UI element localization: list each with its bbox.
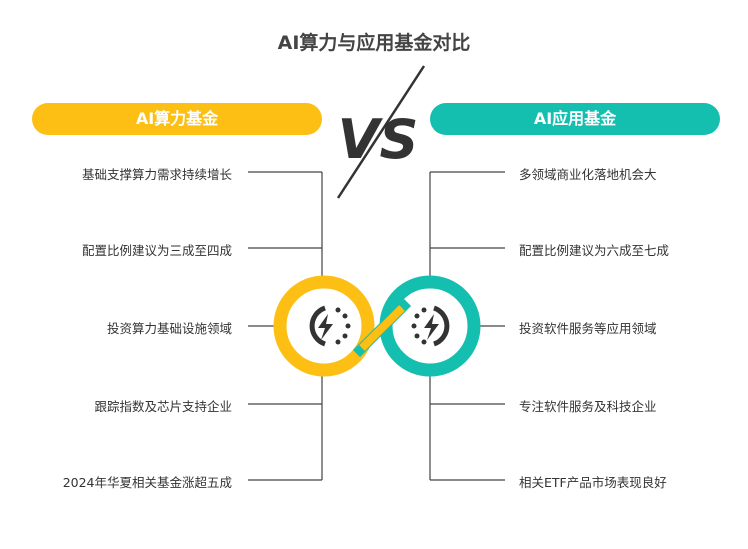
left-item: 配置比例建议为三成至四成: [81, 243, 232, 258]
left-header-pill: AI算力基金: [32, 103, 322, 135]
left-item: 投资算力基础设施领域: [106, 321, 232, 336]
vs-logo: VS: [336, 65, 426, 199]
right-header-pill: AI应用基金: [430, 103, 720, 135]
left-item: 基础支撑算力需求持续增长: [81, 167, 232, 182]
left-power-icon: [309, 305, 351, 347]
left-item: 2024年华夏相关基金涨超五成: [62, 475, 232, 490]
page-title: AI算力与应用基金对比: [277, 32, 471, 54]
right-power-icon: [411, 305, 450, 347]
right-item: 相关ETF产品市场表现良好: [519, 475, 667, 490]
infinity-emblem: [273, 275, 481, 377]
vs-slash: [336, 65, 426, 199]
right-item: 专注软件服务及科技企业: [519, 399, 657, 414]
right-item: 配置比例建议为六成至七成: [519, 243, 670, 258]
right-item: 投资软件服务等应用领域: [519, 321, 657, 336]
right-item: 多领域商业化落地机会大: [519, 167, 657, 182]
vs-text: VS: [338, 108, 419, 171]
left-item: 跟踪指数及芯片支持企业: [94, 399, 232, 414]
